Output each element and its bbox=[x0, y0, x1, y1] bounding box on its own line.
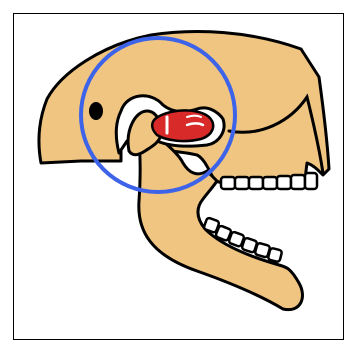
upper-tooth bbox=[249, 177, 263, 189]
diagram-frame bbox=[13, 13, 344, 340]
upper-tooth bbox=[291, 175, 305, 189]
articular-disc bbox=[152, 110, 213, 141]
upper-tooth bbox=[305, 173, 317, 189]
lower-tooth bbox=[268, 248, 283, 263]
upper-tooth bbox=[263, 177, 277, 189]
upper-tooth bbox=[277, 176, 291, 189]
upper-tooth bbox=[221, 177, 235, 189]
ear-canal bbox=[89, 102, 103, 120]
upper-tooth bbox=[235, 177, 249, 189]
tmj-illustration bbox=[14, 14, 345, 341]
